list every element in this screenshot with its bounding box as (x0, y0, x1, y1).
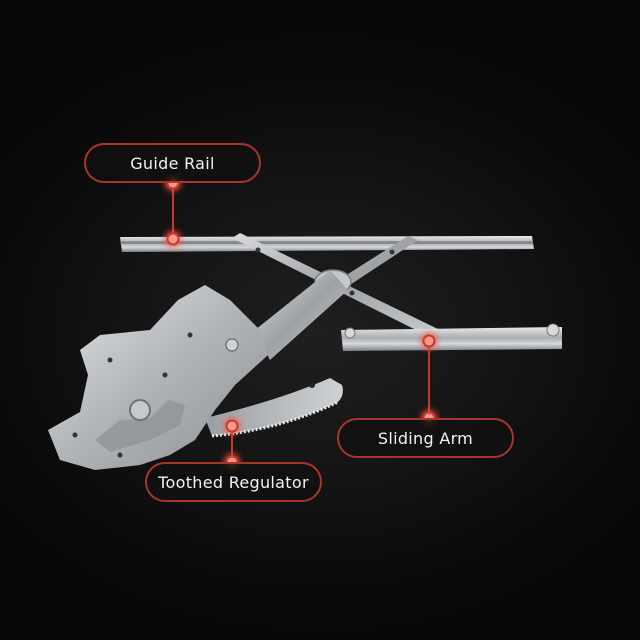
guide-rail-label-text: Guide Rail (130, 153, 215, 173)
guide-rail-target-dot (166, 232, 180, 246)
sliding-arm-part (341, 323, 562, 351)
toothed-regulator-target-dot (225, 419, 239, 433)
sliding-arm-label-text: Sliding Arm (377, 428, 474, 448)
sliding-arm-label: Sliding Arm (337, 418, 514, 458)
guide-rail-part (120, 236, 534, 252)
sliding-arm-leader-line (428, 341, 430, 418)
guide-rail-label: Guide Rail (84, 143, 261, 183)
sliding-arm-target-dot (422, 334, 436, 348)
toothed-regulator-label-text: Toothed Regulator (158, 472, 309, 492)
toothed-regulator-label: Toothed Regulator (145, 462, 322, 502)
guide-rail-leader-line (172, 183, 174, 239)
mounting-plate-part (48, 285, 268, 470)
toothed-regulator-leader-line (231, 426, 233, 462)
toothed-sector-part (205, 378, 343, 438)
